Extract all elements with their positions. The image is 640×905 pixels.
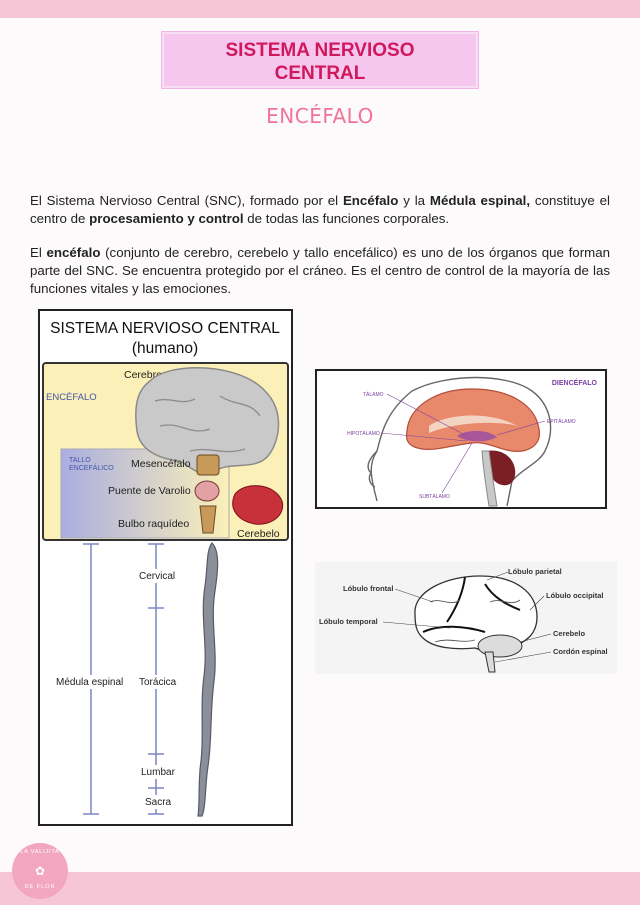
title-line-1: SISTEMA NERVIOSO: [225, 40, 415, 61]
logo-text-bottom: DE FLOR: [24, 884, 56, 890]
tallo-label-2: ENCEFÁLICO: [69, 463, 114, 472]
p2-bold-encefalo: encéfalo: [46, 245, 101, 260]
logo-text-top: LA VALIJITA: [20, 849, 60, 855]
paragraph-1: El Sistema Nervioso Central (SNC), forma…: [30, 192, 610, 228]
cerebelo-label: Cerebelo: [237, 528, 280, 540]
cervical-label: Cervical: [139, 571, 175, 582]
flower-icon: ✿: [34, 864, 46, 878]
lobulos-cerebelo-label: Cerebelo: [553, 629, 586, 638]
lumbar-label: Lumbar: [141, 767, 176, 778]
subtalamo-label: SUBTÁLAMO: [419, 493, 450, 500]
title-box: SISTEMA NERVIOSO CENTRAL: [161, 31, 479, 89]
figure-lobulos: Lóbulo parietal Lóbulo frontal Lóbulo oc…: [315, 562, 617, 674]
diencefalo-title: DIENCÉFALO: [552, 378, 598, 387]
mesencefalo-label: Mesencéfalo: [131, 458, 191, 470]
p1-text-2: y la: [398, 193, 430, 208]
cordon-label: Cordón espinal: [553, 647, 608, 656]
puente-icon: [194, 480, 220, 502]
snc-diagram: SISTEMA NERVIOSO CENTRAL (humano) ENCÉFA…: [42, 320, 289, 817]
top-band: [0, 0, 640, 18]
figure-snc: SISTEMA NERVIOSO CENTRAL (humano) ENCÉFA…: [38, 309, 293, 826]
p1-text-4: de todas las funciones corporales.: [243, 211, 450, 226]
temporal-label: Lóbulo temporal: [319, 617, 378, 626]
lobulos-diagram: Lóbulo parietal Lóbulo frontal Lóbulo oc…: [319, 567, 608, 673]
paragraph-2: El encéfalo (conjunto de cerebro, cerebe…: [30, 244, 610, 298]
bulbo-label: Bulbo raquídeo: [118, 518, 189, 530]
brand-logo: LA VALIJITA ✿ DE FLOR: [12, 843, 68, 899]
parietal-label: Lóbulo parietal: [508, 567, 562, 576]
p1-text-1: El Sistema Nervioso Central (SNC), forma…: [30, 193, 343, 208]
encefalo-label: ENCÉFALO: [46, 392, 97, 403]
mesencefalo-icon: [196, 454, 220, 476]
p1-text-3: constituye el centro de: [30, 193, 610, 226]
occipital-label: Lóbulo occipital: [546, 591, 604, 600]
bottom-band: [0, 872, 640, 905]
title-line-2: CENTRAL: [274, 63, 366, 84]
p1-bold-medula: Médula espinal,: [429, 193, 531, 208]
puente-label: Puente de Varolio: [108, 485, 191, 497]
talamo-label: TÁLAMO: [363, 391, 384, 398]
spinal-cord-icon: [197, 542, 219, 817]
epitalamo-label: EPITÁLAMO: [547, 418, 576, 425]
p1-bold-procesamiento: procesamiento y control: [89, 211, 244, 226]
medula-label: Médula espinal: [56, 677, 123, 688]
cerebelo-icon: [232, 485, 284, 525]
p2-text-2: (conjunto de cerebro, cerebelo y tallo e…: [30, 245, 610, 296]
p2-text-1: El: [30, 245, 47, 260]
snc-title-2: (humano): [132, 340, 198, 357]
figure-diencefalo: DIENCÉFALO TÁLAMO HIPOTÁLAMO EPITÁLAMO S…: [315, 369, 607, 509]
subtitle: ENCÉFALO: [266, 104, 374, 128]
tallo-label-1: TALLO: [69, 457, 91, 464]
brain-icon: [135, 366, 280, 475]
snc-title-1: SISTEMA NERVIOSO CENTRAL: [50, 320, 280, 337]
hipotalamo-label: HIPOTÁLAMO: [347, 430, 380, 437]
toracica-label: Torácica: [139, 677, 177, 688]
p1-bold-encefalo: Encéfalo: [342, 193, 399, 208]
sacra-label: Sacra: [145, 797, 172, 808]
diencefalo-diagram: DIENCÉFALO TÁLAMO HIPOTÁLAMO EPITÁLAMO S…: [347, 376, 598, 507]
frontal-label: Lóbulo frontal: [343, 584, 393, 593]
bulbo-icon: [199, 505, 217, 534]
